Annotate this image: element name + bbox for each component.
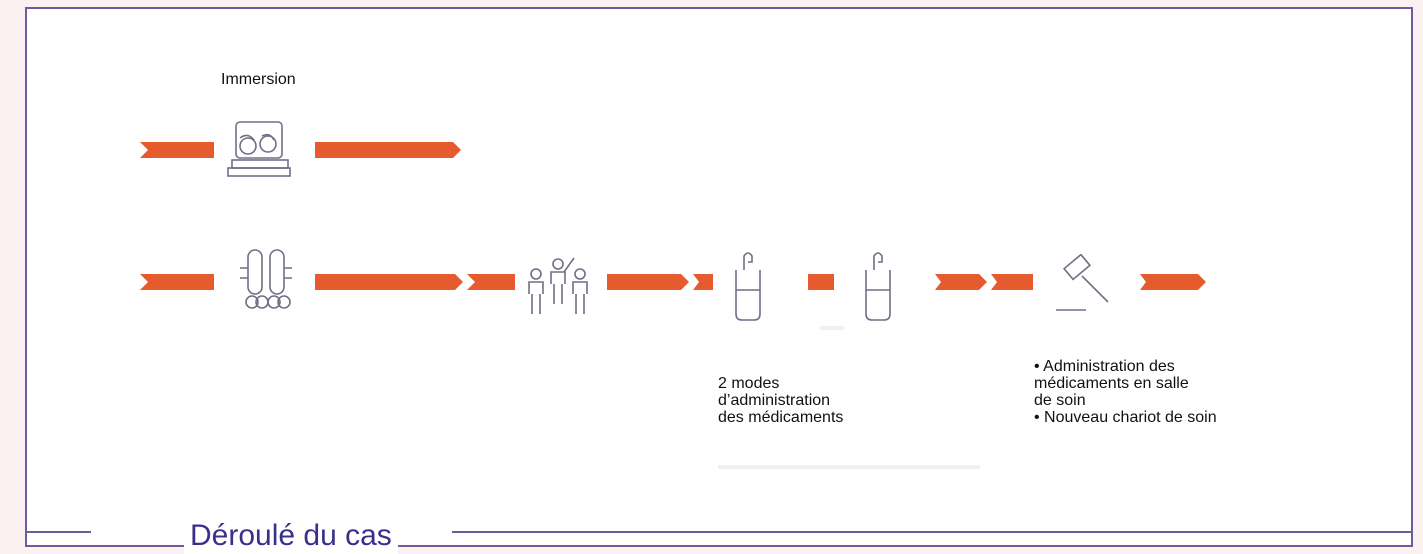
bottom-rule-left — [25, 531, 91, 533]
ribbon-segment — [1140, 274, 1206, 290]
modes-label: 2 modes d’administration des médicaments — [718, 375, 844, 426]
medication-pot-icon — [865, 252, 891, 321]
care-team-icon — [528, 257, 588, 314]
changes-label: • Administration des médicaments en sall… — [1034, 358, 1217, 426]
section-title: Déroulé du cas — [184, 518, 398, 554]
faint-shadow — [718, 465, 980, 469]
ribbon-segment — [808, 274, 834, 290]
faint-shadow — [820, 326, 844, 330]
ribbon-segment — [607, 274, 713, 290]
ribbon-segment — [140, 274, 214, 290]
ribbon-segment — [315, 274, 515, 290]
medication-pot-icon — [735, 252, 761, 321]
iv-drips-icon — [240, 249, 292, 309]
ribbon-segment — [935, 274, 1033, 290]
bottom-rule-right — [452, 531, 1413, 533]
patients-meeting-icon — [227, 121, 291, 177]
immersion-label: Immersion — [221, 71, 296, 88]
ribbon-segment — [315, 142, 461, 158]
gavel-icon — [1056, 254, 1109, 311]
ribbon-segment — [140, 142, 214, 158]
